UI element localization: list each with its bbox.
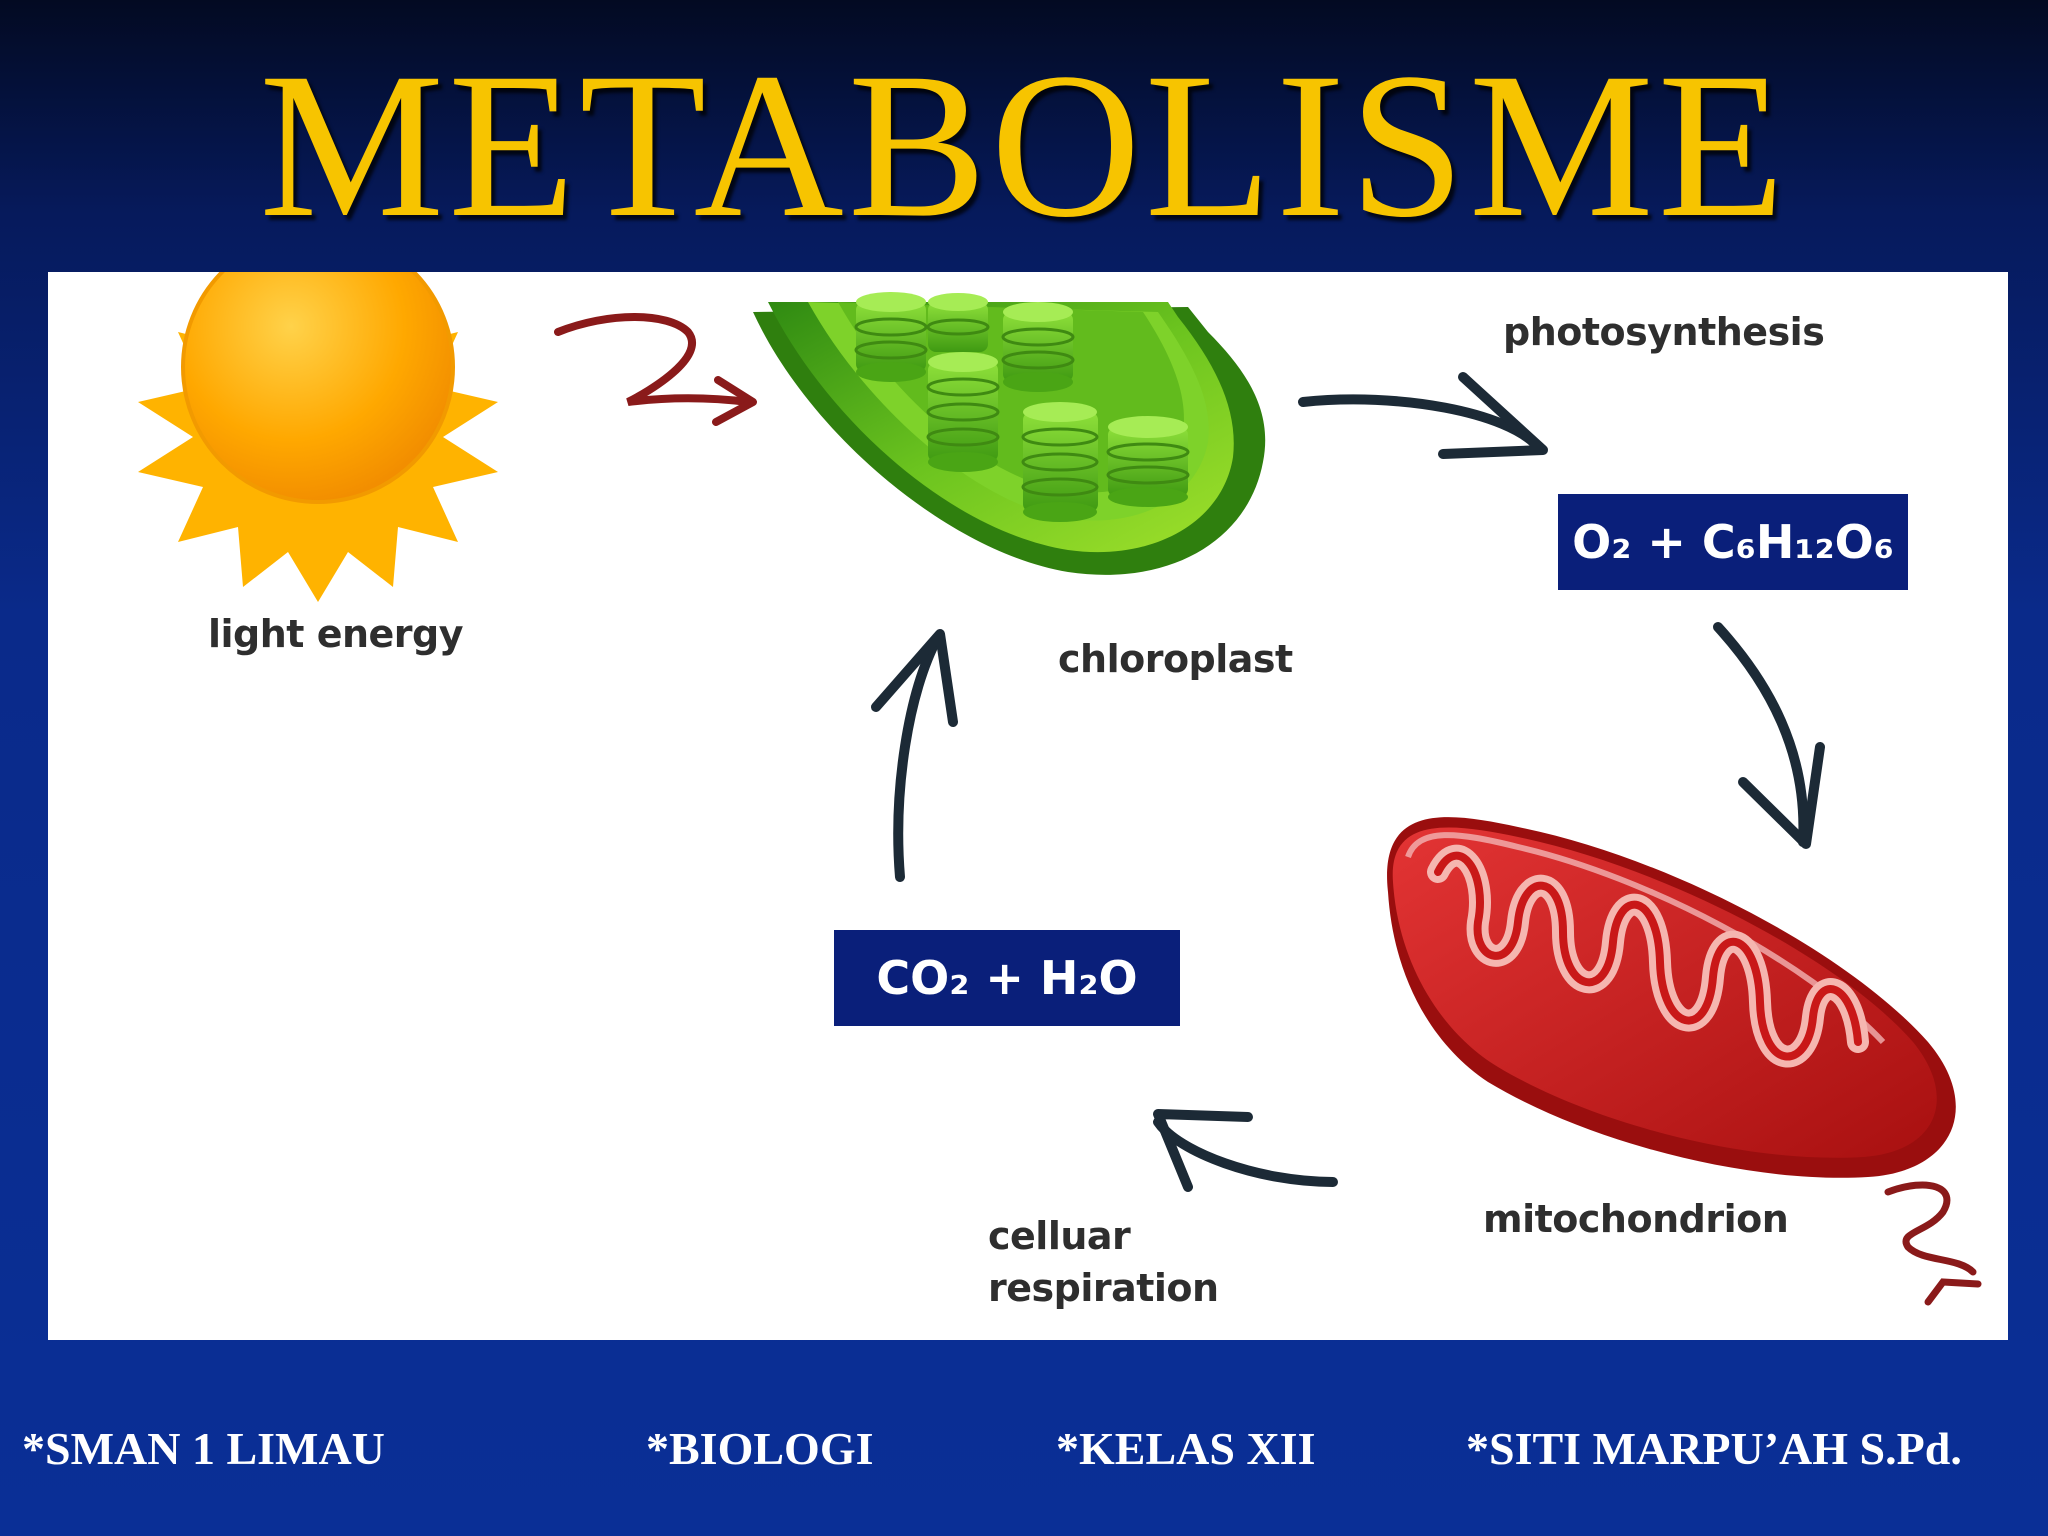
footer-class: *KELAS XII [1056,1423,1316,1474]
down-arrow-icon [1713,622,1825,849]
sun-icon [138,272,498,602]
up-arrow-icon [871,629,958,882]
page-title: METABOLISME [259,30,1789,260]
reactants-formula-box: CO₂ + H₂O [834,930,1180,1026]
products-formula-box: O₂ + C₆H₁₂O₆ [1558,494,1908,590]
cellular-respiration-line2: respiration [988,1266,1219,1310]
footer-teacher: *SITI MARPU’AH S.Pd. [1466,1423,1962,1474]
metabolism-diagram-panel: light energy chloroplast photosynthesis … [48,272,2008,1340]
products-formula: O₂ + C₆H₁₂O₆ [1572,515,1894,569]
footer-school: *SMAN 1 LIMAU [22,1423,385,1474]
light-energy-label: light energy [208,612,464,656]
chloroplast-label: chloroplast [1058,637,1293,681]
mitochondrion-icon [1387,817,1956,1178]
cellular-respiration-line1: celluar [988,1214,1131,1258]
chloroplast-icon [753,292,1266,575]
energy-squiggle-icon [1884,1181,1982,1306]
photosynthesis-label: photosynthesis [1503,310,1825,354]
cellular-respiration-label: celluar respiration [988,1210,1219,1314]
photosynthesis-arrow-icon [1298,372,1548,459]
respiration-arrow-icon [1153,1109,1338,1192]
reactants-formula: CO₂ + H₂O [876,951,1138,1005]
light-arrow-icon [554,313,757,426]
footer-subject: *BIOLOGI [646,1423,874,1474]
metabolism-diagram [138,272,1982,1306]
grana-stacks [854,292,1190,522]
mitochondrion-label: mitochondrion [1483,1197,1789,1241]
